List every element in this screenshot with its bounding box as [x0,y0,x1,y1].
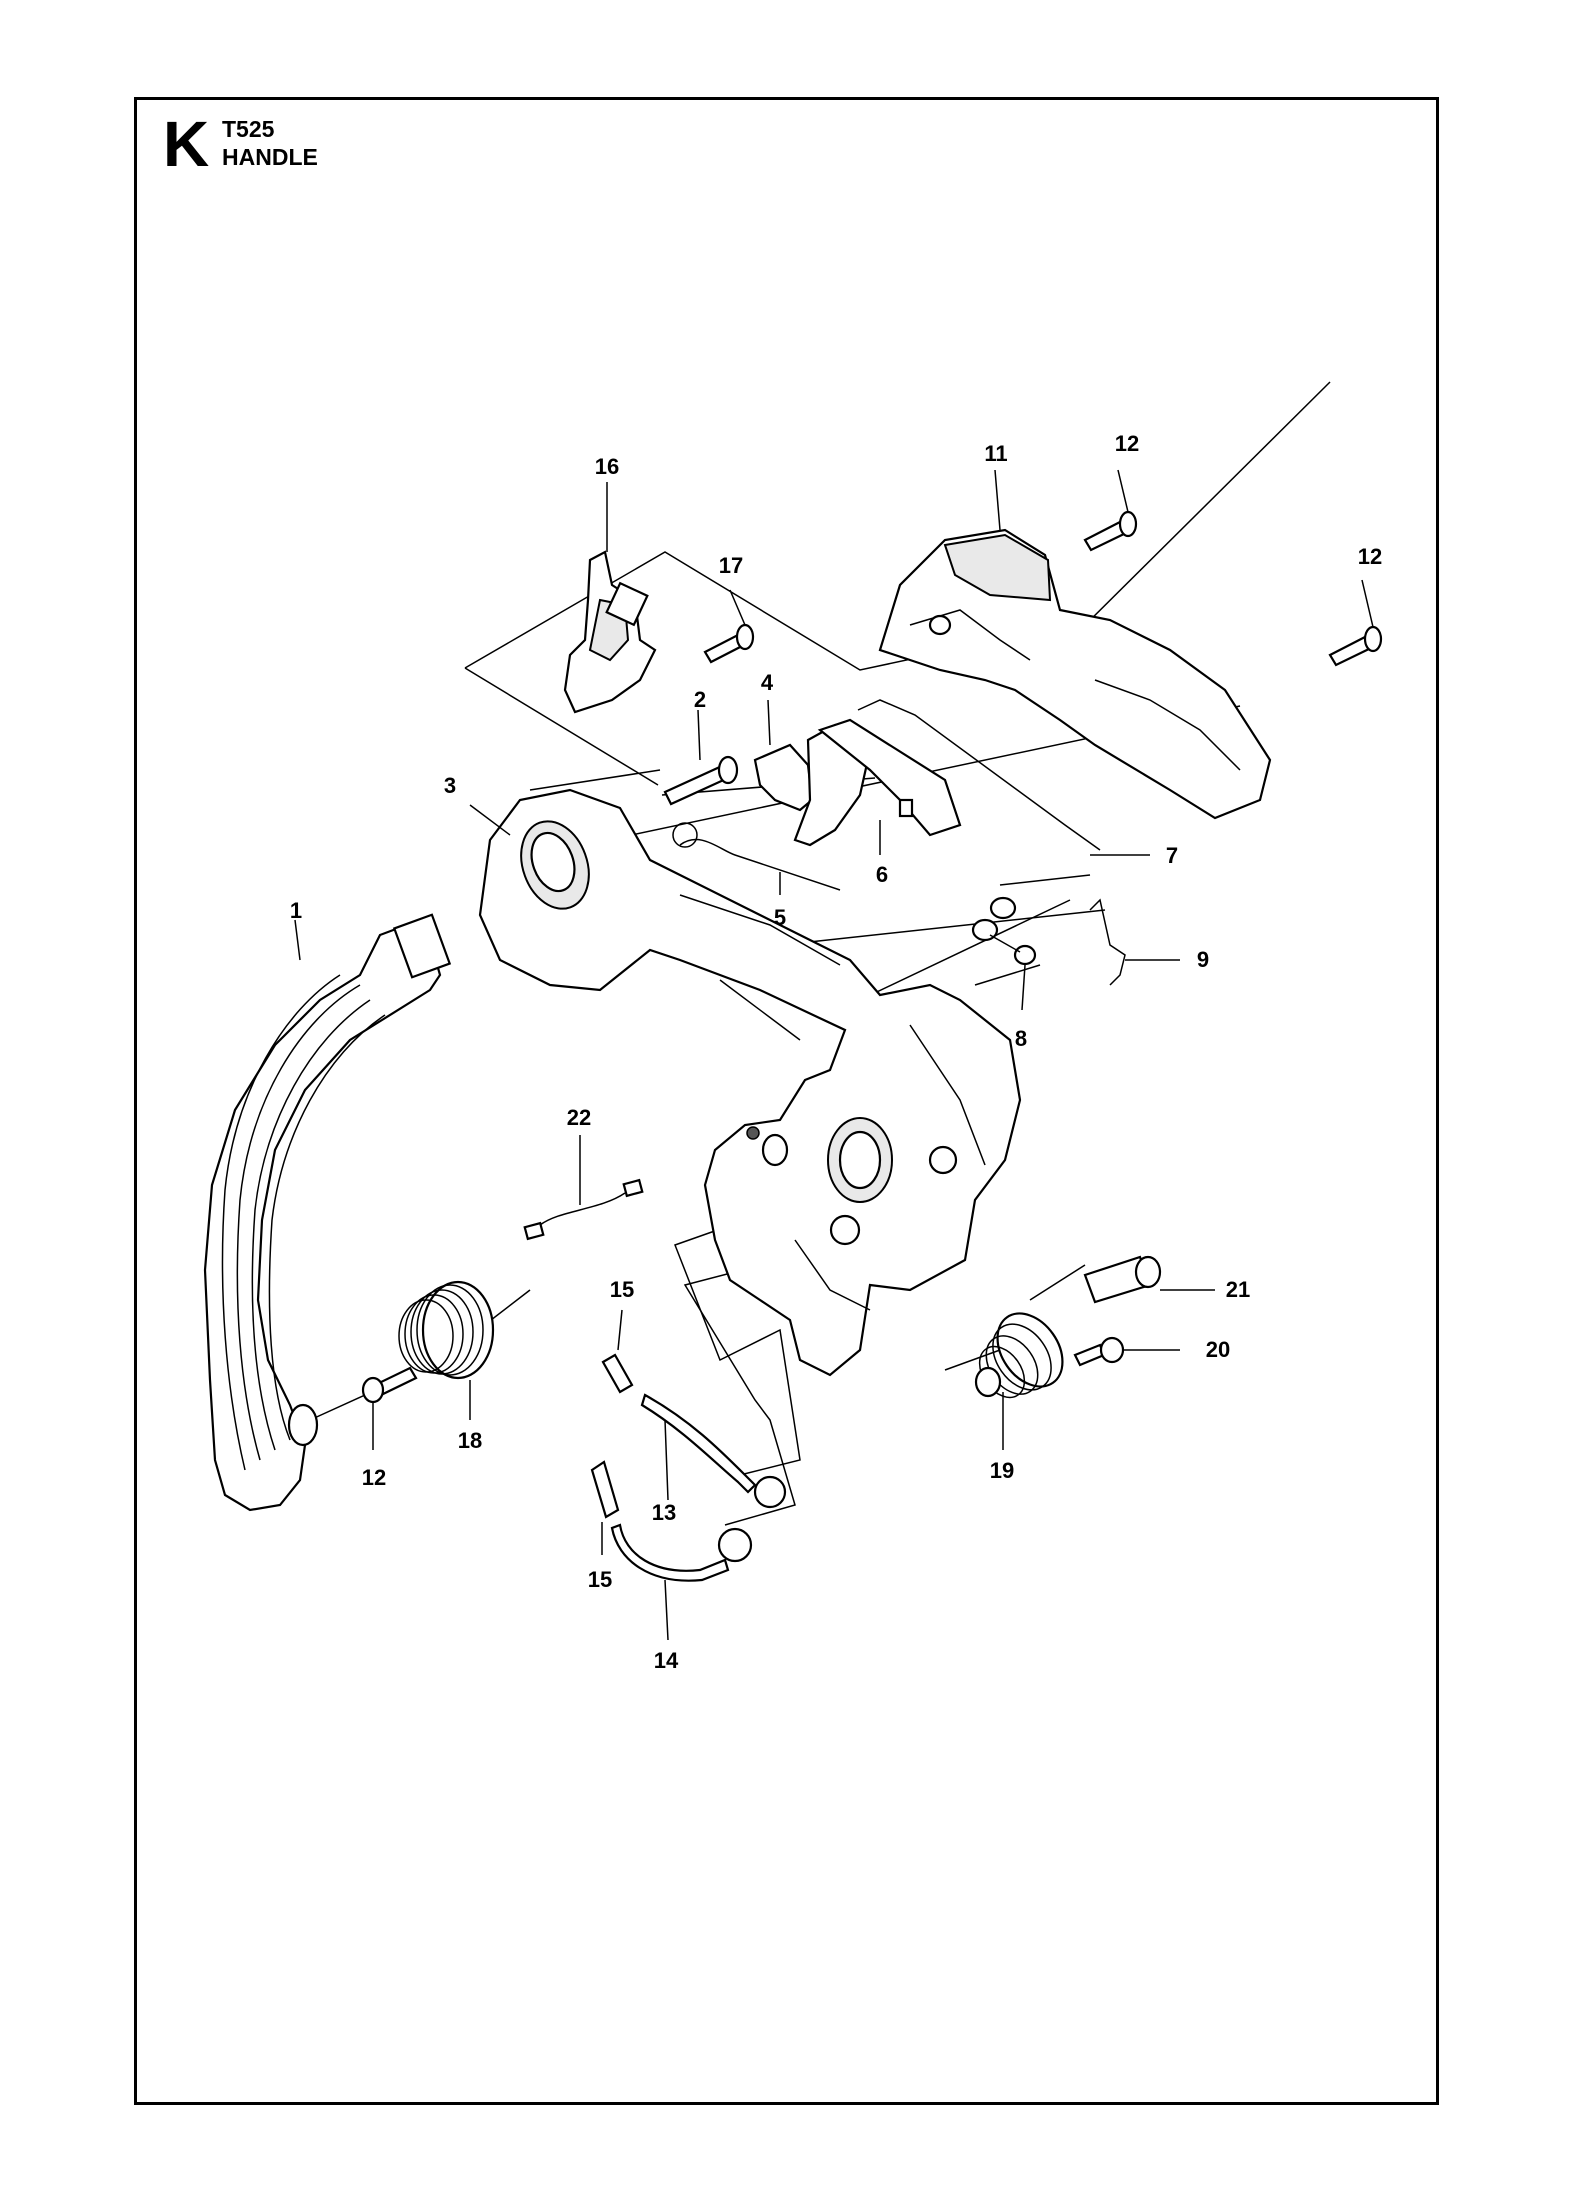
callout-12-top: 12 [1115,431,1139,456]
part-11-rear-handle [878,469,1272,820]
part-9-wire [1089,898,1180,986]
callout-13: 13 [652,1500,676,1525]
model-name: T525 [222,116,275,142]
part-20-screw [1073,1336,1180,1367]
part-2-screw [663,709,739,806]
part-15-fitting-upper [601,1309,634,1394]
callout-21: 21 [1226,1277,1250,1302]
callout-14: 14 [654,1648,679,1673]
diagram-title: HANDLE [222,143,318,170]
callout-19: 19 [990,1458,1014,1483]
callout-4: 4 [761,670,774,695]
part-6-throttle [793,718,962,855]
part-14-hose [610,1523,753,1641]
part-17-screw [703,589,755,664]
callout-2: 2 [694,687,706,712]
part-16-bracket [563,550,657,714]
page-frame [134,97,1439,2105]
callout-20: 20 [1206,1337,1230,1362]
callout-8: 8 [1015,1026,1027,1051]
callout-18: 18 [458,1428,482,1453]
section-title: T525 HANDLE [222,116,318,171]
callout-16: 16 [595,454,619,479]
part-19-spring [974,1312,1064,1450]
callout-15-upper: 15 [610,1277,634,1302]
part-12-screw-right [1328,579,1383,667]
part-4-lever [753,699,814,812]
part-18-spring [398,1280,495,1420]
callout-5: 5 [774,905,786,930]
callout-12-right: 12 [1358,544,1382,569]
callout-15-lower: 15 [588,1567,612,1592]
part-5-spring-wire [672,822,841,895]
callout-3: 3 [444,773,456,798]
part-15-fitting-lower [590,1460,620,1555]
part-12-screw-left [361,1366,418,1450]
callout-7: 7 [1166,843,1178,868]
part-22-wire [523,1135,644,1241]
callout-9: 9 [1197,947,1209,972]
part-12-screw-top [1083,469,1138,552]
callout-11: 11 [984,441,1007,466]
callout-12-left: 12 [362,1465,386,1490]
callout-6: 6 [876,862,888,887]
callout-17: 17 [719,553,743,578]
part-7-rod [857,699,1150,856]
part-1-front-handle [203,913,452,1512]
callout-22: 22 [567,1105,591,1130]
part-21-pin [1083,1255,1215,1304]
callout-1: 1 [290,898,302,923]
callout-numbers: 1 2 3 4 5 6 7 8 9 11 12 12 12 13 14 15 1… [290,431,1382,1673]
part-13-hose [640,1393,787,1509]
section-letter: K [163,108,210,180]
part-3-main-housing [469,788,1022,1377]
part-8-link [971,896,1037,1011]
